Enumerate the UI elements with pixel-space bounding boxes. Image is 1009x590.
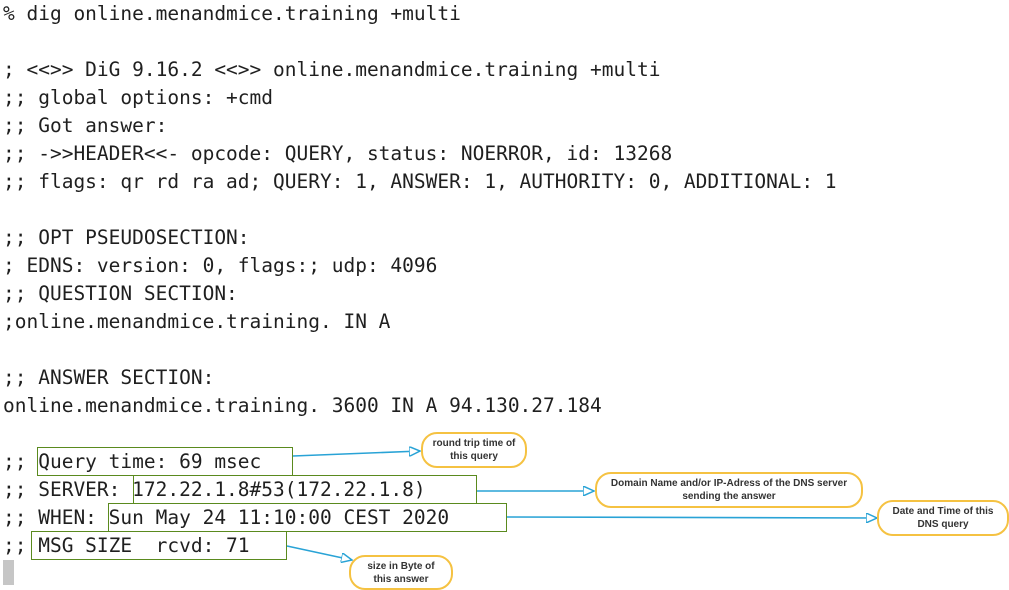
msg-size-highlight — [31, 531, 287, 560]
dig-version-line: ; <<>> DiG 9.16.2 <<>> online.menandmice… — [3, 58, 661, 81]
when-line: ;; WHEN: Sun May 24 11:10:00 CEST 2020 — [3, 506, 450, 529]
question-section-line: ;; QUESTION SECTION: — [3, 282, 238, 305]
msg-size-annotation: size in Byte of this answer — [349, 555, 453, 590]
flags-line: ;; flags: qr rd ra ad; QUERY: 1, ANSWER:… — [3, 170, 837, 193]
answer-section-line: ;; ANSWER SECTION: — [3, 366, 215, 389]
server-line: ;; SERVER: 172.22.1.8#53(172.22.1.8) — [3, 478, 426, 501]
msg-size-arrow — [286, 545, 352, 560]
answer-record-line: online.menandmice.training. 3600 IN A 94… — [3, 394, 602, 417]
opt-pseudosection-line: ;; OPT PSEUDOSECTION: — [3, 226, 250, 249]
server-annotation: Domain Name and/or IP-Adress of the DNS … — [595, 472, 863, 508]
query-time-line: ;; Query time: 69 msec — [3, 450, 262, 473]
when-highlight — [108, 503, 507, 532]
when-annotation: Date and Time of this DNS query — [877, 500, 1009, 536]
query-time-arrow — [292, 451, 420, 457]
question-line: ;online.menandmice.training. IN A — [3, 310, 391, 333]
got-answer-line: ;; Got answer: — [3, 114, 168, 137]
msg-size-line: ;; MSG SIZE rcvd: 71 — [3, 534, 250, 557]
when-arrow — [506, 517, 877, 518]
header-line: ;; ->>HEADER<<- opcode: QUERY, status: N… — [3, 142, 673, 165]
terminal-cursor — [3, 560, 14, 585]
global-options-line: ;; global options: +cmd — [3, 86, 274, 109]
query-time-annotation: round trip time of this query — [421, 432, 527, 468]
edns-line: ; EDNS: version: 0, flags:; udp: 4096 — [3, 254, 438, 277]
command-line: % dig online.menandmice.training +multi — [3, 2, 461, 25]
